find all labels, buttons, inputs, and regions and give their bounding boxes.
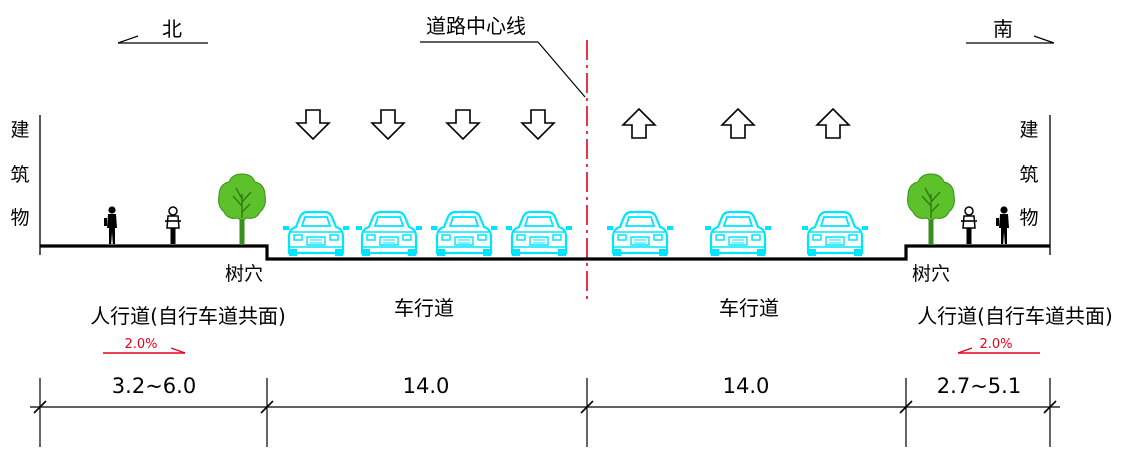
south-label: 南 [993,17,1013,41]
tree-icon [217,173,267,245]
car-icon [504,210,574,258]
building-char-2: 筑 [10,164,29,186]
centerline-leader [537,41,586,98]
south-sidewalk-label: 人行道(自行车道共面) [917,304,1113,328]
pedestrian-icon [996,206,1009,244]
south-indicator: 南 [966,17,1055,44]
car-icon [605,210,675,258]
dimension-carriageway-left: 14.0 [403,374,450,398]
dimension-south-sidewalk: 2.7~5.1 [937,374,1021,398]
road-profile [40,244,1050,261]
slope-north-value: 2.0% [124,337,157,352]
car-icon [281,210,351,258]
building-char-2: 筑 [1019,164,1038,186]
car-icon [800,210,870,258]
car-icon [429,210,499,258]
slope-north: 2.0% [103,337,186,354]
tree-pit-label-right: 树穴 [912,263,950,285]
arrow-up-icon [622,108,656,139]
carriageway-left-label: 车行道 [394,296,454,320]
dimension-carriageway-right: 14.0 [723,374,770,398]
dimension-line [30,378,1060,447]
centerline-label: 道路中心线 [426,14,526,38]
arrow-down-icon [371,109,405,140]
building-char-3: 物 [10,207,29,229]
arrow-up-icon [721,108,755,139]
building-right: 建 筑 物 [1019,115,1051,255]
building-char-1: 建 [10,119,29,141]
cyclist-icon [960,206,978,245]
cyclist-icon [164,206,182,245]
building-char-3: 物 [1019,207,1038,229]
arrow-down-icon [521,109,555,140]
car-icon [354,210,424,258]
tree-pit-label-left: 树穴 [225,263,263,285]
slope-south: 2.0% [957,337,1040,354]
arrow-up-icon [816,108,850,139]
arrow-down-icon [446,109,480,140]
arrow-down-icon [296,109,330,140]
pedestrian-icon [104,206,117,244]
north-indicator: 北 [117,17,208,44]
tree-icon [906,173,956,245]
building-char-1: 建 [1019,119,1038,141]
north-label: 北 [162,17,182,41]
dimension-north-sidewalk: 3.2~6.0 [112,374,196,398]
building-left: 建 筑 物 [10,115,41,255]
carriageway-right-label: 车行道 [719,296,779,320]
slope-south-value: 2.0% [979,337,1012,352]
north-sidewalk-label: 人行道(自行车道共面) [90,304,286,328]
car-icon [703,210,773,258]
